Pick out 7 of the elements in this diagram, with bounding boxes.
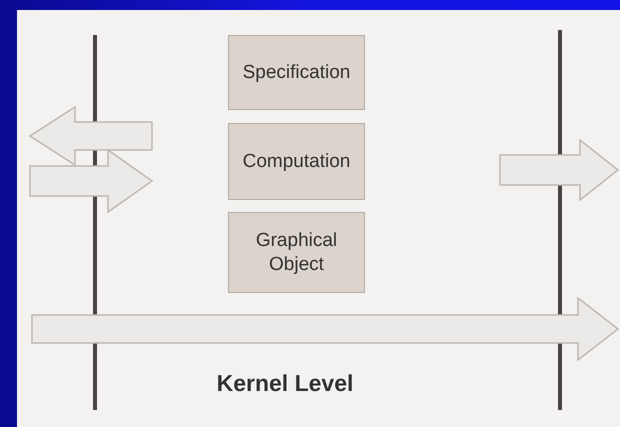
process-box bbox=[228, 35, 365, 110]
process-box bbox=[228, 212, 365, 293]
process-box bbox=[228, 123, 365, 200]
box-label: Graphical Object bbox=[254, 228, 338, 276]
level-label: Kernel Level bbox=[216, 369, 354, 398]
box-label: Computation bbox=[242, 150, 350, 174]
box-label: Specification bbox=[242, 60, 350, 84]
